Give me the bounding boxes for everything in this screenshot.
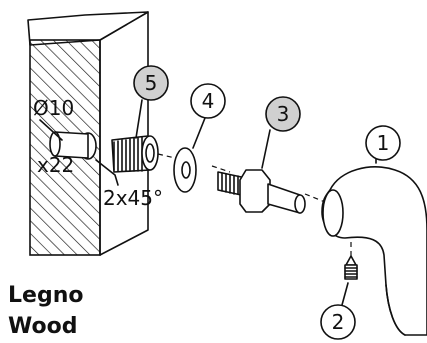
threaded-insert-part-5 [111, 135, 159, 173]
chamfer-label: 2x45° [103, 186, 163, 210]
callout-1: 1 [365, 125, 401, 164]
callout-5-label: 5 [145, 71, 158, 95]
shower-arm-part-1 [321, 166, 427, 336]
callout-3-label: 3 [277, 102, 290, 126]
grub-screw-part-2 [344, 242, 358, 280]
callout-4: 4 [190, 83, 226, 149]
material-label-italian: Legno [8, 283, 83, 308]
callout-2-label: 2 [332, 310, 345, 334]
material-label-english: Wood [8, 314, 77, 339]
wood-block [27, 11, 149, 256]
fitting-part-3 [217, 169, 306, 214]
diameter-label: Ø10 [33, 96, 74, 120]
callout-1-label: 1 [377, 131, 390, 155]
callout-5: 5 [133, 65, 169, 139]
callout-3: 3 [261, 96, 301, 169]
depth-label: x22 [37, 153, 74, 177]
dimension-leaders [39, 119, 119, 186]
washer-part-4 [173, 147, 197, 193]
callout-2: 2 [320, 282, 356, 340]
callout-4-label: 4 [202, 89, 215, 113]
